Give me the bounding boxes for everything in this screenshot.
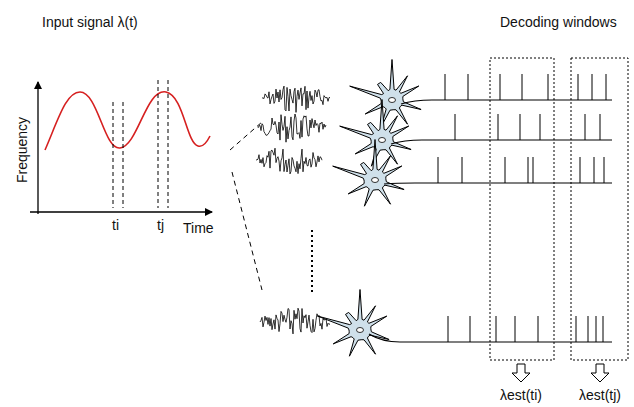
time-point: ti: [112, 217, 119, 233]
neuron-nucleus: [389, 98, 396, 103]
neuron-nucleus: [357, 328, 364, 333]
neurons-and-spikes: [256, 60, 612, 357]
spike: [522, 74, 523, 100]
estimate-label: λest(ti): [500, 387, 542, 403]
ellipsis-dots: [311, 230, 313, 292]
spike: [500, 74, 501, 100]
neuron-body: [333, 140, 404, 207]
neuron-body: [318, 290, 389, 357]
noisy-signal: [260, 308, 330, 334]
spike: [540, 114, 541, 140]
neuron-nucleus: [379, 138, 386, 143]
spike: [592, 74, 593, 100]
spike: [576, 316, 577, 342]
spike: [438, 157, 439, 183]
axon: [384, 183, 612, 184]
spike: [594, 157, 595, 183]
decoding-windows: [490, 58, 628, 360]
down-arrows: [512, 364, 609, 382]
spike: [505, 157, 506, 183]
spike: [468, 74, 469, 100]
spike: [585, 114, 586, 140]
plot-title: Input signal λ(t): [42, 14, 138, 30]
spike: [520, 114, 521, 140]
noisy-signal: [258, 114, 326, 142]
spike: [538, 316, 539, 342]
spike: [470, 316, 471, 342]
axis-label: Frequency: [14, 117, 30, 183]
neuron-nucleus: [372, 178, 379, 183]
spike: [588, 316, 589, 342]
spike: [578, 74, 579, 100]
y-axis: [37, 82, 38, 214]
spike: [515, 316, 516, 342]
spike: [533, 157, 534, 183]
spike: [580, 157, 581, 183]
x-axis: [30, 211, 212, 212]
spike: [606, 74, 607, 100]
spike: [498, 114, 499, 140]
spike: [604, 157, 605, 183]
input-curve: [45, 92, 210, 150]
spike: [596, 316, 597, 342]
spike: [603, 316, 604, 342]
spike: [455, 114, 456, 140]
estimate-label: λest(tj): [579, 387, 621, 403]
spike: [496, 316, 497, 342]
axon: [401, 100, 612, 104]
axis-label: Time: [183, 220, 214, 236]
spike: [462, 157, 463, 183]
noisy-signal: [262, 86, 330, 112]
spike: [445, 74, 446, 100]
spike: [548, 74, 549, 100]
time-point: tj: [157, 217, 164, 233]
spike: [448, 316, 449, 342]
time-markers: [113, 80, 168, 208]
spike: [600, 114, 601, 140]
axon: [391, 140, 612, 144]
neuron-body: [350, 60, 421, 127]
spike: [528, 157, 529, 183]
noisy-signal: [256, 148, 322, 174]
window-label: Decoding windows: [500, 14, 617, 30]
fan-lines: [230, 122, 262, 290]
